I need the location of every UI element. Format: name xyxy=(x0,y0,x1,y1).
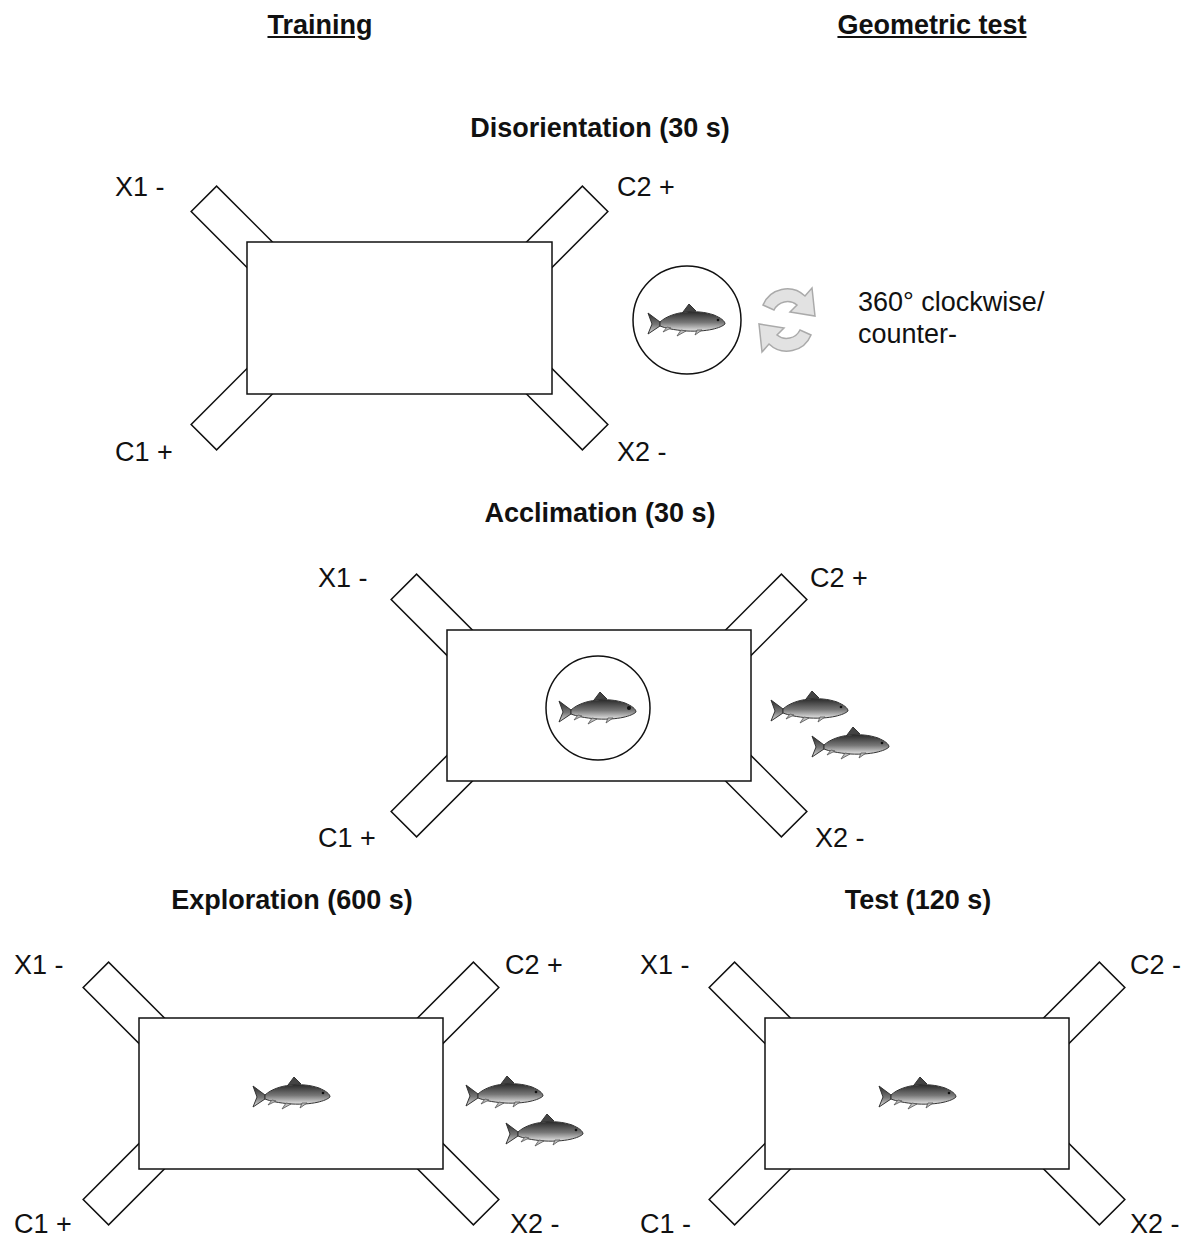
rotation-note: 360° clockwise/ counter- xyxy=(858,286,1073,351)
arm-label: X2 - xyxy=(617,436,667,468)
column-heading: Geometric test xyxy=(837,9,1026,41)
arm-label: C1 + xyxy=(14,1208,72,1240)
arm-label: X2 - xyxy=(1130,1208,1180,1240)
arena xyxy=(247,242,552,394)
arm-label: X1 - xyxy=(318,562,368,594)
phase-heading: Acclimation (30 s) xyxy=(484,497,715,529)
arm-label: C2 - xyxy=(1130,949,1181,981)
phase-heading: Test (120 s) xyxy=(845,884,992,916)
arm-label: X1 - xyxy=(115,171,165,203)
arm-label: C2 + xyxy=(617,171,675,203)
column-heading: Training xyxy=(267,9,372,41)
arm-label: C1 + xyxy=(115,436,173,468)
arena xyxy=(765,1018,1069,1169)
arm-label: C1 + xyxy=(318,822,376,854)
arm-label: X2 - xyxy=(510,1208,560,1240)
arm-label: C2 + xyxy=(810,562,868,594)
arm-label: X2 - xyxy=(815,822,865,854)
phase-heading: Disorientation (30 s) xyxy=(470,112,730,144)
cylinder xyxy=(546,656,650,760)
arm-label: C1 - xyxy=(640,1208,691,1240)
phase-heading: Exploration (600 s) xyxy=(171,884,413,916)
arena xyxy=(447,630,751,781)
arena xyxy=(139,1018,443,1169)
arm-label: C2 + xyxy=(505,949,563,981)
arm-label: X1 - xyxy=(640,949,690,981)
arm-label: X1 - xyxy=(14,949,64,981)
